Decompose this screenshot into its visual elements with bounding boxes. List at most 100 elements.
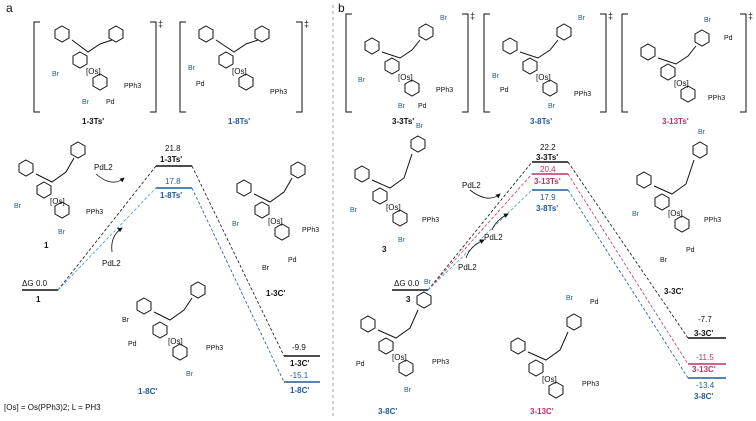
- ts-label-3-8Ts: 3-8Ts': [530, 117, 552, 126]
- panel-b-letter: b: [338, 1, 345, 15]
- palladium-label: Pd: [686, 247, 695, 254]
- bromine-label: Br: [578, 15, 586, 22]
- os-label: [Os]: [232, 67, 247, 76]
- level-label: 3-13C': [692, 365, 716, 374]
- phosphine-label: PPh3: [270, 89, 287, 96]
- phosphine-label: PPh3: [432, 359, 449, 366]
- reagent-label: PdL2: [94, 163, 113, 172]
- energy-axis-label: ΔG: [22, 279, 34, 288]
- phosphine-label: PPh3: [708, 95, 725, 102]
- dagger-mark: ‡: [158, 19, 163, 29]
- bromine-label: Br: [398, 103, 406, 110]
- ts-label-3-13Ts: 3-13Ts': [662, 117, 689, 126]
- molecule-label: 3-3C': [664, 287, 683, 296]
- energy-level-1: ΔG 0.0 1: [22, 279, 58, 304]
- level-label: 1-3C': [290, 359, 309, 368]
- energy-axis-label: ΔG: [394, 279, 406, 288]
- os-label: [Os]: [392, 353, 407, 362]
- ts-structure-3-8Ts: ‡ [Os] Br Br Pd Br PPh3 3-8Ts': [483, 11, 613, 126]
- phosphine-label: PPh3: [302, 227, 319, 234]
- reagent-label: PdL2: [458, 263, 477, 272]
- os-label: [Os]: [268, 217, 283, 226]
- molecule-3-13C: [Os] Br Pd PPh3 3-13C': [510, 295, 599, 416]
- bromine-label: Br: [698, 129, 706, 136]
- molecule-3: [Os] Br Br Br PPh3 3: [350, 123, 439, 254]
- os-label: [Os]: [386, 203, 401, 212]
- palladium-label: Pd: [724, 35, 733, 42]
- os-label: [Os]: [168, 337, 183, 346]
- os-label: [Os]: [50, 197, 65, 206]
- bromine-label: Br: [188, 65, 196, 72]
- reagent-arrow-b2: PdL2: [484, 213, 509, 242]
- energy-value: -13.4: [696, 381, 715, 390]
- bromine-label: Br: [52, 71, 60, 78]
- ts-structure-1-3Ts: ‡ [Os] Br Br Pd PPh3 1-3Ts': [33, 19, 163, 126]
- energy-level-3-3Ts: 22.2 3-3Ts': [532, 143, 568, 163]
- phosphine-label: PPh3: [436, 87, 453, 94]
- reagent-arrow-b3: PdL2: [458, 239, 485, 272]
- energy-value: -11.5: [696, 353, 714, 362]
- ts-label-3-3Ts: 3-3Ts': [392, 117, 414, 126]
- os-label: [Os]: [668, 209, 683, 218]
- phosphine-label: PPh3: [86, 209, 103, 216]
- energy-value: 17.8: [165, 177, 181, 186]
- connectors-panel-a: [57, 165, 285, 383]
- bromine-label: Br: [416, 123, 424, 130]
- energy-value: 22.2: [540, 143, 556, 152]
- level-label: 1-3Ts': [160, 155, 182, 164]
- bromine-label: Br: [186, 371, 194, 378]
- bromine-label: Br: [58, 229, 66, 236]
- molecule-1: [Os] Br Br PPh3 1: [14, 141, 103, 250]
- energy-value: -7.7: [698, 315, 712, 324]
- ts-structure-3-3Ts: ‡ [Os] Br Br Br Pd PPh3 3-3Ts': [345, 11, 475, 126]
- molecule-label: 1: [44, 241, 49, 250]
- reagent-arrow-a1: PdL2: [94, 163, 125, 183]
- energy-level-3-13C: -11.5 3-13C': [688, 353, 726, 374]
- energy-level-1-8Ts: 17.8 1-8Ts': [156, 177, 192, 200]
- energy-value: 20.4: [540, 165, 556, 174]
- os-label: [Os]: [86, 67, 101, 76]
- bromine-label: Br: [632, 211, 640, 218]
- panel-a-letter: a: [6, 1, 13, 15]
- palladium-label: Pd: [128, 341, 137, 348]
- bromine-label: Br: [232, 221, 240, 228]
- palladium-label: Pd: [590, 299, 599, 306]
- footnote: [Os] = Os(PPh3)2; L = PH3: [4, 403, 101, 412]
- reagent-label: PdL2: [484, 233, 503, 242]
- energy-value: -9.9: [292, 343, 306, 352]
- phosphine-label: PPh3: [124, 83, 141, 90]
- energy-value: 0.0: [36, 279, 48, 288]
- bromine-label: Br: [358, 77, 366, 84]
- molecule-label: 1-8C': [138, 387, 157, 396]
- bromine-label: Br: [122, 317, 130, 324]
- bromine-label: Br: [350, 207, 358, 214]
- level-label: 1-8C': [290, 386, 309, 395]
- level-label: 3-8C': [694, 392, 713, 401]
- energy-value: 0.0: [408, 279, 420, 288]
- bromine-label: Br: [704, 17, 712, 24]
- bromine-label: Br: [82, 99, 90, 106]
- energy-level-3-8C: -13.4 3-8C': [688, 377, 726, 401]
- energy-level-3: ΔG 0.0 3: [392, 279, 428, 304]
- energy-value: 17.9: [540, 193, 556, 202]
- bromine-label: Br: [566, 295, 574, 302]
- os-label: [Os]: [674, 79, 689, 88]
- palladium-label: Pd: [106, 99, 115, 106]
- bromine-label: Br: [398, 237, 406, 244]
- bromine-label: Br: [548, 103, 556, 110]
- bromine-label: Br: [424, 279, 432, 286]
- ts-label-1-8Ts: 1-8Ts': [228, 117, 250, 126]
- energy-level-3-13Ts: 20.4 3-13Ts': [532, 165, 568, 186]
- molecule-3-3C: [Os] Br Br Pd Br PPh3 3-3C': [632, 129, 721, 296]
- phosphine-label: PPh3: [582, 381, 599, 388]
- connectors-panel-b: [427, 161, 689, 379]
- molecule-label: 3: [382, 245, 387, 254]
- palladium-label: Pd: [418, 103, 427, 110]
- ts-structure-3-13Ts: ‡ [Os] Br Pd PPh3 3-13Ts': [621, 11, 753, 126]
- ts-structure-1-8Ts: ‡ [Os] Br Pd PPh3 1-8Ts': [179, 19, 309, 126]
- dagger-mark: ‡: [608, 11, 613, 21]
- energy-level-3-8Ts: 17.9 3-8Ts': [532, 189, 568, 213]
- palladium-label: Pd: [196, 81, 205, 88]
- molecule-1-8C: [Os] Br Pd Br PPh3 1-8C': [122, 281, 223, 396]
